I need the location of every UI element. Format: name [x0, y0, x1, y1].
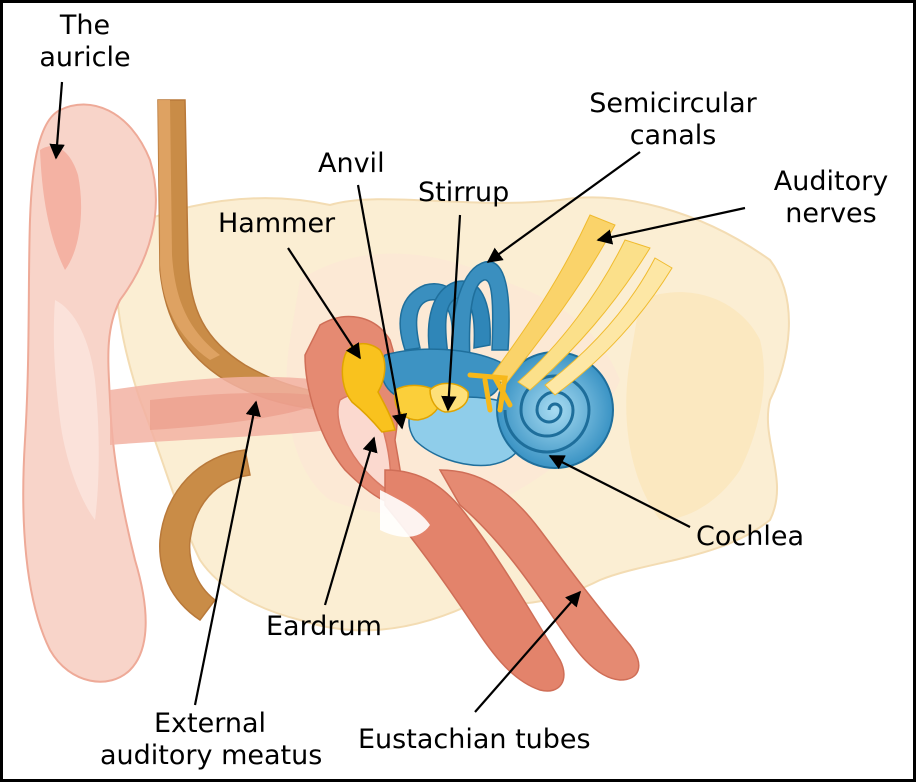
- label-auricle-line2: auricle: [30, 42, 140, 74]
- label-auricle-line1: The: [30, 10, 140, 42]
- label-semicircular-line1: Semicircular: [578, 88, 768, 120]
- label-semicircular: Semicircular canals: [578, 88, 768, 152]
- label-external-meatus: External auditory meatus: [100, 708, 320, 772]
- label-semicircular-line2: canals: [578, 120, 768, 152]
- label-anvil: Anvil: [318, 148, 385, 180]
- label-auditory-nerves-line2: nerves: [768, 198, 894, 230]
- label-hammer: Hammer: [218, 208, 335, 240]
- label-auditory-nerves-line1: Auditory: [768, 166, 894, 198]
- label-external-meatus-line1: External: [100, 708, 320, 740]
- label-auditory-nerves: Auditory nerves: [768, 166, 894, 230]
- label-eardrum: Eardrum: [266, 611, 382, 643]
- label-eustachian: Eustachian tubes: [358, 724, 591, 756]
- label-auricle: The auricle: [30, 10, 140, 74]
- label-cochlea: Cochlea: [696, 521, 804, 553]
- label-stirrup: Stirrup: [418, 177, 509, 209]
- label-external-meatus-line2: auditory meatus: [100, 740, 320, 772]
